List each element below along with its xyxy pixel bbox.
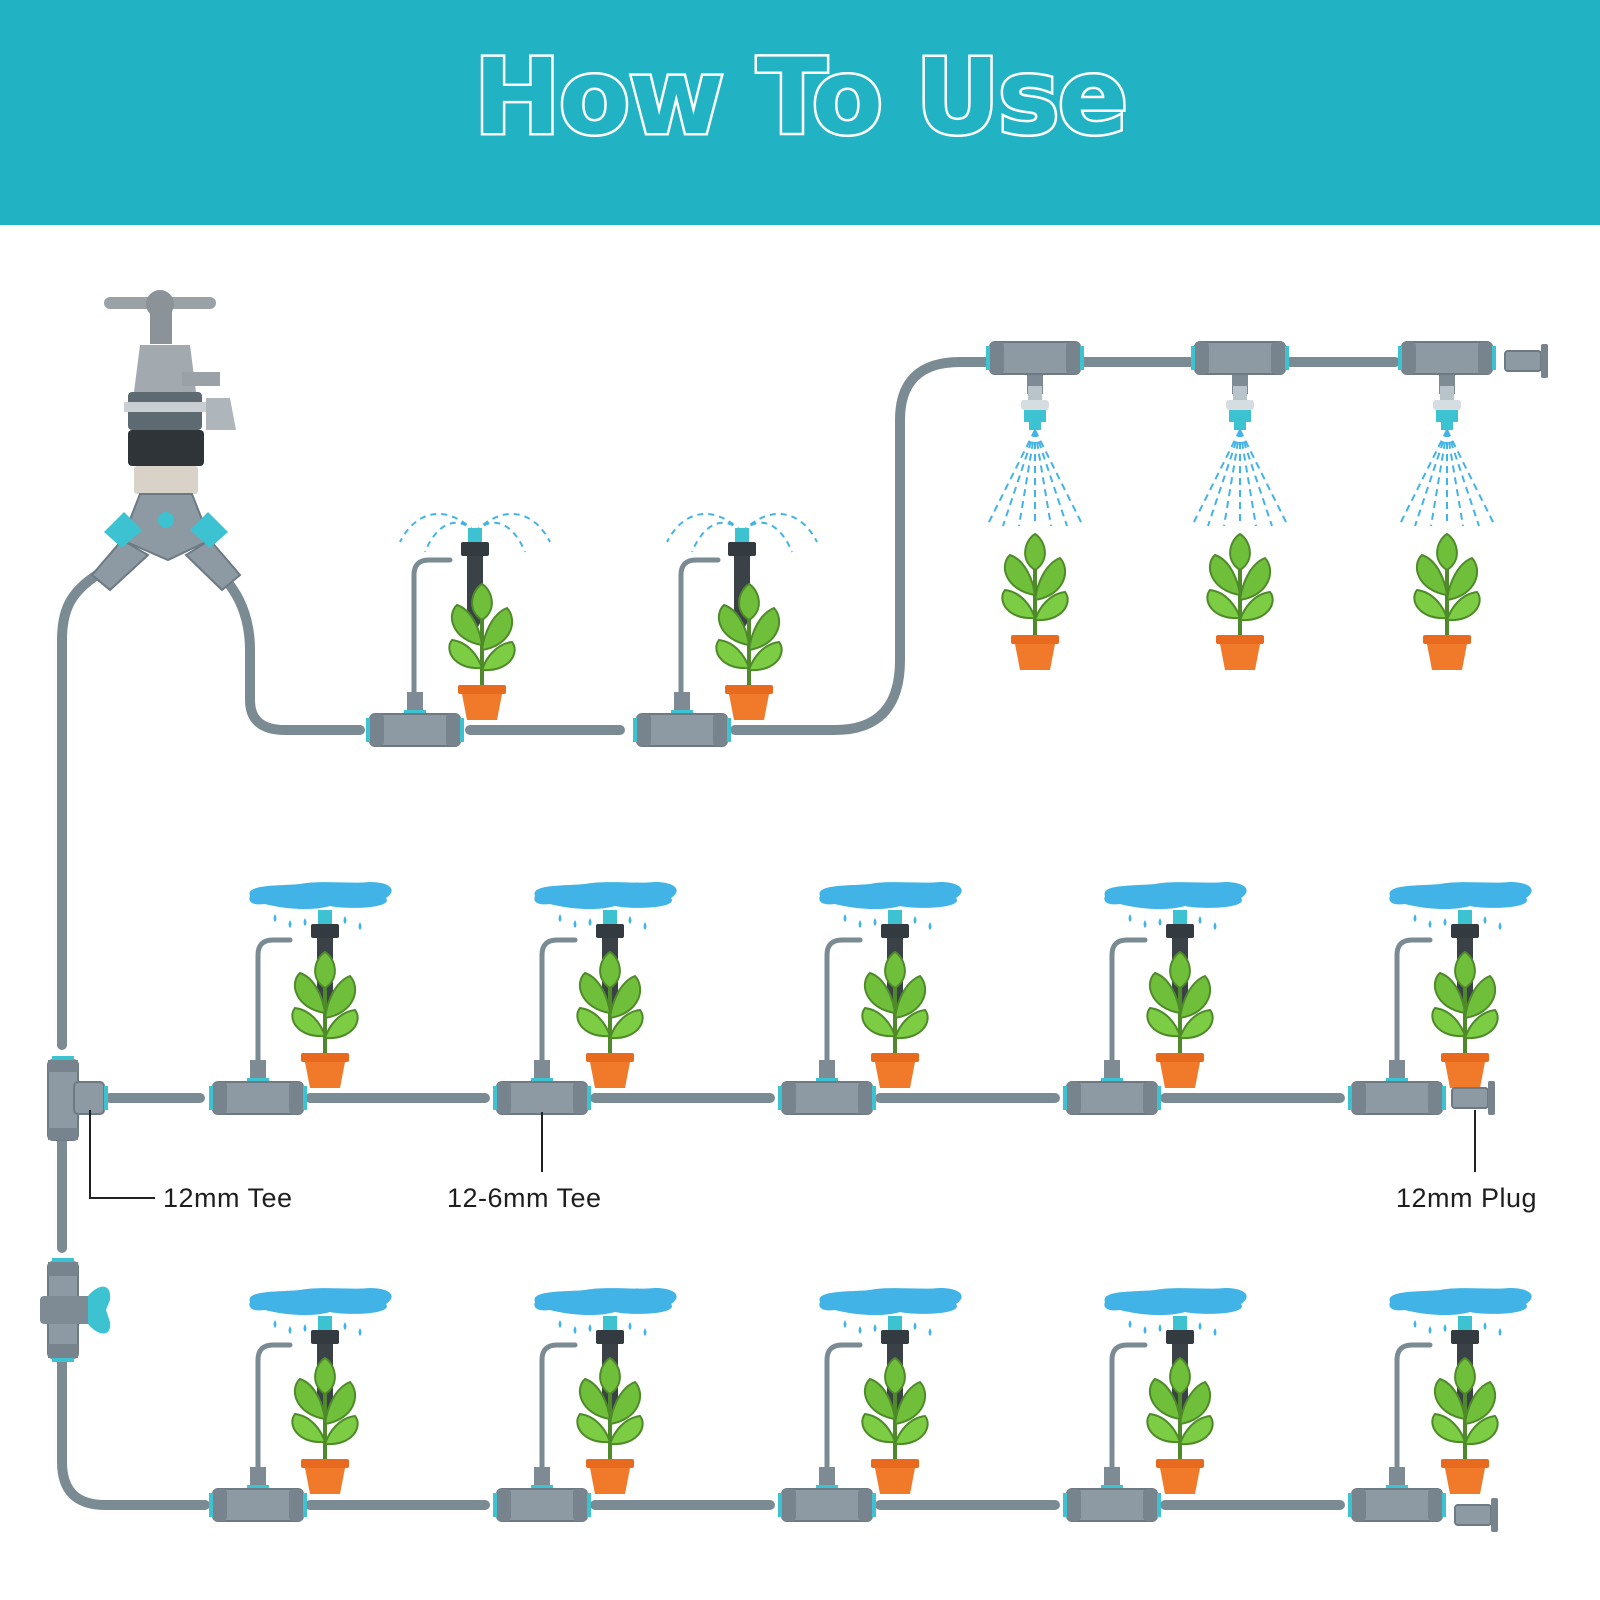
potted-plant-icon [1205, 532, 1275, 672]
potted-plant-icon [1430, 1356, 1500, 1496]
potted-plant-icon [290, 950, 360, 1090]
tee-fitting-icon [208, 1466, 308, 1522]
potted-plant-icon [290, 1356, 360, 1496]
potted-plant-icon [447, 582, 517, 722]
plug-icon [1504, 343, 1549, 379]
potted-plant-icon [1145, 1356, 1215, 1496]
label-plug-12mm: 12mm Plug [1396, 1183, 1537, 1213]
tee-fitting-icon [777, 1466, 877, 1522]
label-tee-12mm: 12mm Tee [163, 1183, 293, 1213]
potted-plant-icon [575, 950, 645, 1090]
tee-fitting-icon [492, 1059, 592, 1115]
tee-fitting-icon [1347, 1466, 1447, 1522]
tubing [57, 357, 1433, 1510]
mist-nozzle-icon [1398, 385, 1496, 527]
potted-plant-icon [860, 950, 930, 1090]
potted-plant-icon [1145, 950, 1215, 1090]
mist-row [985, 341, 1549, 672]
faucet-icon [104, 290, 236, 494]
header-banner: How To Use [0, 0, 1600, 225]
potted-plant-icon [1000, 532, 1070, 672]
tee-fitting-icon [492, 1466, 592, 1522]
tee-fitting-icon [1062, 1466, 1162, 1522]
callouts [89, 1110, 1476, 1199]
potted-plant-icon [1430, 950, 1500, 1090]
drip-row-2 [208, 1288, 1532, 1533]
mist-nozzle-icon [1191, 385, 1289, 527]
potted-plant-icon [1412, 532, 1482, 672]
branch-tube-upper [210, 565, 365, 735]
potted-plant-icon [575, 1356, 645, 1496]
potted-plant-icon [714, 582, 784, 722]
plug-icon [1454, 1497, 1499, 1533]
callout-line-tee-12mm [89, 1110, 155, 1199]
tee-fitting-icon [1062, 1059, 1162, 1115]
potted-plant-icon [860, 1356, 930, 1496]
sprinkler-row [365, 512, 818, 747]
y-splitter-icon [90, 493, 242, 592]
shutoff-valve-icon [40, 1258, 111, 1362]
main-tube-left [57, 565, 110, 1050]
tee-fitting-icon [1347, 1059, 1447, 1115]
riser-tube [730, 357, 990, 735]
main-tube-bottom [57, 1347, 210, 1510]
tee-fitting-icon [632, 691, 732, 747]
tee-fitting-icon [208, 1059, 308, 1115]
tee-fitting-icon [365, 691, 465, 747]
page-title: How To Use [471, 34, 1130, 161]
label-tee-12-6mm: 12-6mm Tee [447, 1183, 602, 1213]
drip-row-1 [208, 882, 1532, 1116]
tee-12mm-icon [47, 1056, 108, 1141]
mist-nozzle-icon [986, 385, 1084, 527]
tee-fitting-icon [777, 1059, 877, 1115]
